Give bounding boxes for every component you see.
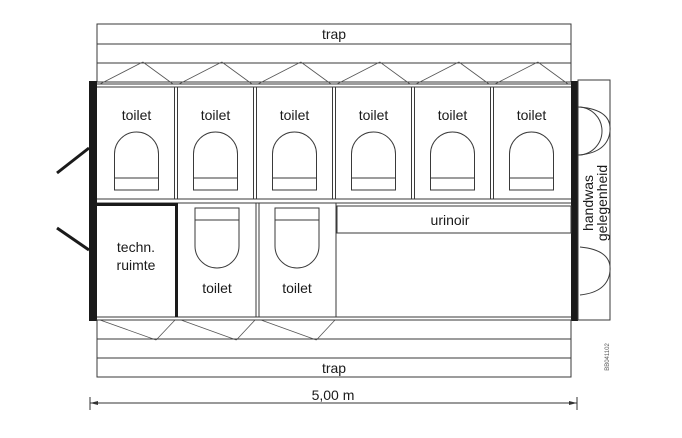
urinal: urinoir bbox=[336, 205, 572, 234]
door-leaf bbox=[99, 61, 144, 85]
stairs-bottom-label: trap bbox=[322, 360, 346, 376]
toilet-label: toilet bbox=[359, 107, 389, 123]
toilet-bowl-icon bbox=[351, 131, 396, 191]
door-leaf bbox=[316, 319, 336, 341]
toilet-cubicle: toilet bbox=[430, 107, 475, 191]
technical-room-label-line2: ruimte bbox=[117, 257, 156, 273]
arrow-right-icon bbox=[569, 401, 577, 405]
door-leaf bbox=[99, 319, 157, 341]
left-wall bbox=[89, 81, 97, 321]
door-leaf bbox=[458, 61, 490, 85]
toilet-label: toilet bbox=[202, 280, 232, 296]
toilet-bowl-icon bbox=[509, 131, 554, 191]
door-leaf bbox=[415, 61, 460, 85]
dimension-line: 5,00 m bbox=[89, 387, 578, 410]
door-leaf bbox=[537, 61, 569, 85]
door-leaf bbox=[494, 61, 539, 85]
toilet-bowl-icon bbox=[430, 131, 475, 191]
toilet-bowl-icon bbox=[272, 131, 317, 191]
toilet-bowl-icon bbox=[114, 131, 159, 191]
door-leaf bbox=[300, 61, 332, 85]
dimension-label: 5,00 m bbox=[312, 387, 355, 403]
toilet-cubicle: toilet bbox=[274, 207, 320, 296]
toilet-bowl-icon bbox=[193, 131, 238, 191]
door-leaf bbox=[142, 61, 174, 85]
bottom-row-toilets: toilet toilet bbox=[194, 207, 320, 296]
toilet-cubicle: toilet bbox=[272, 107, 317, 191]
door-leaf bbox=[236, 319, 256, 341]
door-leaf bbox=[379, 61, 411, 85]
toilet-cubicle: toilet bbox=[194, 207, 240, 296]
top-door-swings bbox=[99, 61, 569, 85]
technical-room: techn. ruimte bbox=[97, 203, 178, 317]
urinal-label: urinoir bbox=[431, 212, 470, 228]
toilet-label: toilet bbox=[201, 107, 231, 123]
stairs-bottom: trap bbox=[96, 319, 572, 378]
handwash-label-line1: handwas bbox=[580, 175, 596, 231]
drawing-code: BB041102 bbox=[605, 343, 611, 371]
right-wall bbox=[571, 81, 578, 321]
technical-room-label-line1: techn. bbox=[117, 239, 155, 255]
toilet-cubicle: toilet bbox=[509, 107, 554, 191]
toilet-label: toilet bbox=[280, 107, 310, 123]
exterior-door bbox=[56, 146, 90, 252]
bottom-door-swings bbox=[99, 319, 336, 341]
door-leaf bbox=[221, 61, 253, 85]
stairs-top-label: trap bbox=[322, 26, 346, 42]
top-cubicle-walls bbox=[174, 87, 494, 199]
toilet-bowl-icon bbox=[194, 207, 240, 269]
toilet-label: toilet bbox=[122, 107, 152, 123]
door-leaf bbox=[336, 61, 381, 85]
door-leaf bbox=[178, 61, 223, 85]
toilet-cubicle: toilet bbox=[351, 107, 396, 191]
handwash-label-line2: gelegenheid bbox=[594, 165, 610, 241]
building-outline bbox=[89, 81, 578, 321]
toilet-cubicle: toilet bbox=[193, 107, 238, 191]
arrow-left-icon bbox=[90, 401, 98, 405]
toilet-label: toilet bbox=[517, 107, 547, 123]
handwash: handwas gelegenheid bbox=[577, 79, 611, 321]
door-leaf bbox=[180, 319, 237, 341]
toilet-cubicle: toilet bbox=[114, 107, 159, 191]
toilet-bowl-icon bbox=[274, 207, 320, 269]
door-leaf bbox=[260, 319, 317, 341]
stairs-top: trap bbox=[96, 23, 572, 83]
toilet-label: toilet bbox=[438, 107, 468, 123]
door-leaf bbox=[257, 61, 302, 85]
top-row-rooms: toilet toilet toilet toilet toilet toilet bbox=[114, 107, 554, 191]
bottom-cubicle-walls bbox=[255, 203, 337, 317]
door-leaf bbox=[155, 319, 176, 341]
toilet-label: toilet bbox=[282, 280, 312, 296]
